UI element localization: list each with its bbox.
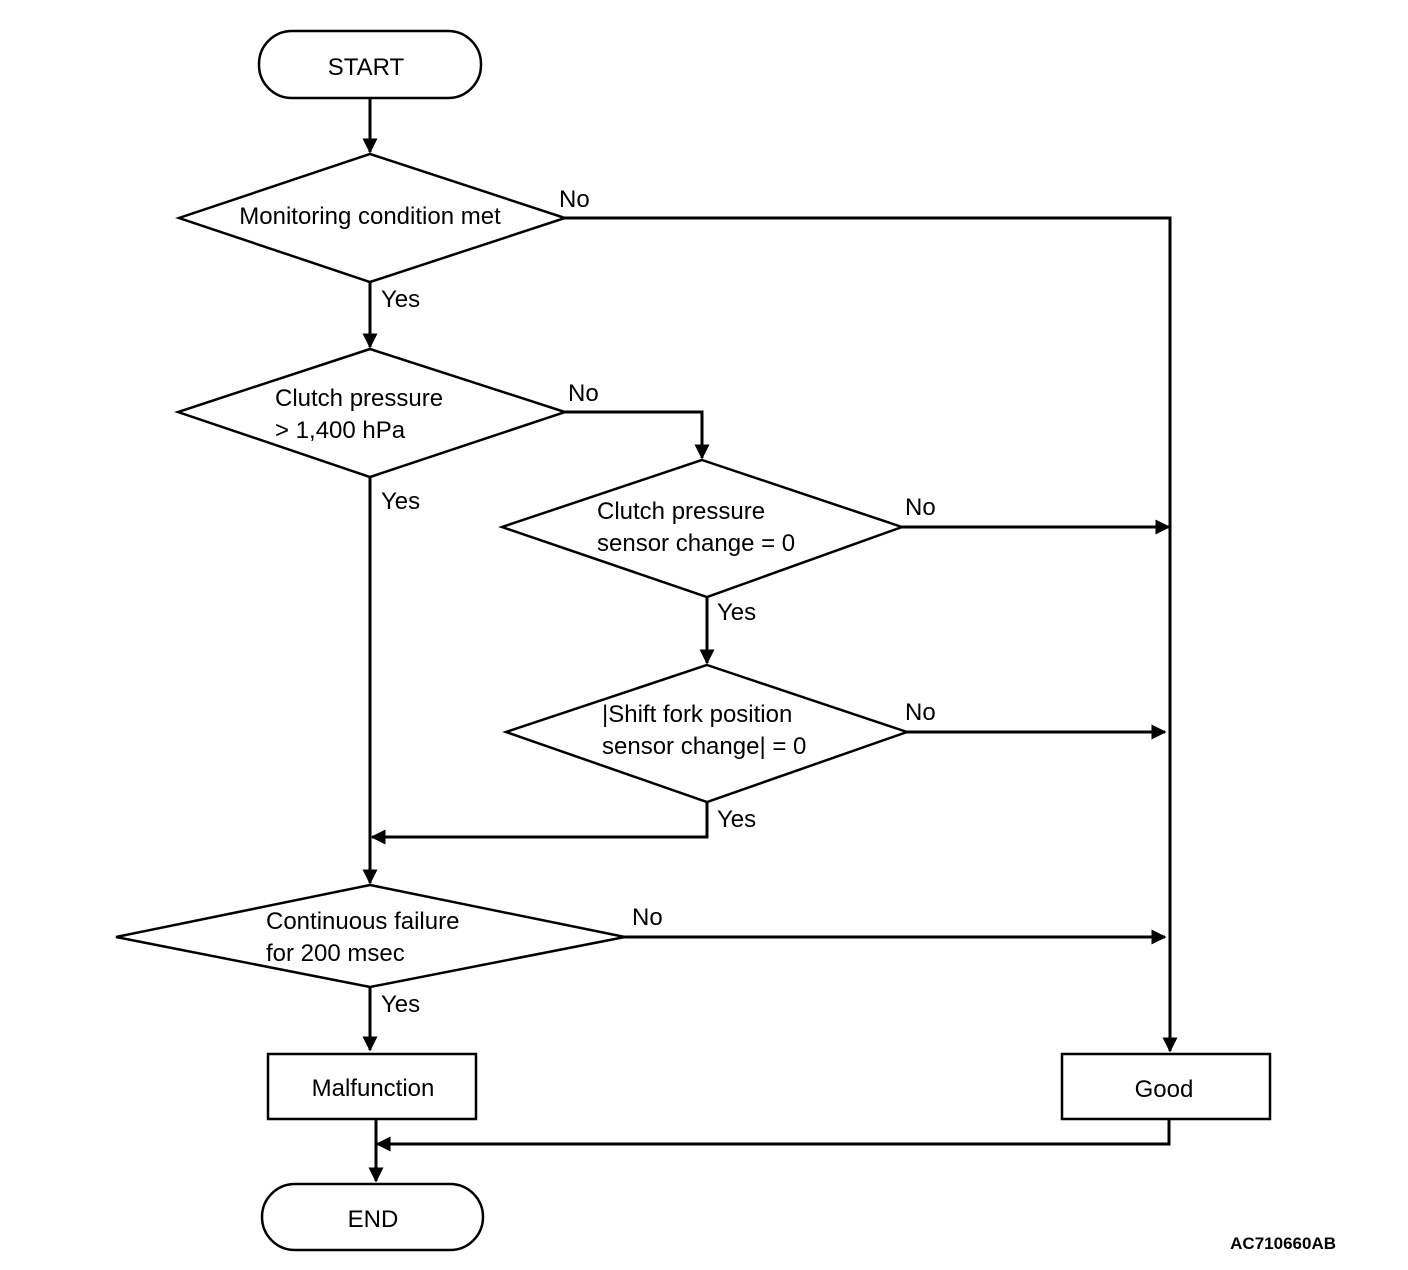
edge-label-clutch-pressure-no: No [568,380,599,407]
connectors [362,99,1178,1183]
malfunction-box: Malfunction [266,1052,478,1121]
edge-label-continuous-yes: Yes [381,991,420,1018]
edge-labels: No Yes No Yes No Yes No Yes No Yes [381,186,936,1018]
start-terminal: START [257,29,483,100]
malfunction-label: Malfunction [312,1075,435,1102]
edge-label-clutch-sensor-no: No [905,494,936,521]
arrow-monitoring-no-to-good [565,216,1178,1053]
clutch-sensor-label-line1: Clutch pressure [597,498,765,525]
end-terminal: END [260,1182,485,1252]
figure-code: AC710660AB [1230,1234,1336,1253]
edge-label-monitoring-no: No [559,186,590,213]
decision-continuous-failure: Continuous failure for 200 msec [115,883,626,989]
edge-label-clutch-sensor-yes: Yes [717,599,756,626]
decision-clutch-sensor-change: Clutch pressure sensor change = 0 [498,458,906,599]
start-label: START [328,54,405,81]
edge-label-monitoring-yes: Yes [381,286,420,313]
decision-monitoring-condition: Monitoring condition met [175,152,570,284]
end-label: END [348,1206,399,1233]
clutch-pressure-label-line2: > 1,400 hPa [275,417,406,444]
good-label: Good [1135,1076,1194,1103]
clutch-sensor-label-line2: sensor change = 0 [597,530,795,557]
arrow-good-to-end [375,1119,1171,1152]
shift-fork-label-line2: sensor change| = 0 [602,733,806,760]
clutch-pressure-label-line1: Clutch pressure [275,385,443,412]
edge-label-shift-fork-yes: Yes [717,806,756,833]
edge-label-continuous-no: No [632,904,663,931]
arrow-shift-fork-yes [370,802,709,845]
decision-shift-fork-change: |Shift fork position sensor change| = 0 [502,663,911,804]
edge-label-clutch-pressure-yes: Yes [381,488,420,515]
monitoring-label: Monitoring condition met [239,203,501,230]
continuous-label-line2: for 200 msec [266,940,405,967]
edge-label-shift-fork-no: No [905,699,936,726]
shift-fork-label-line1: |Shift fork position [602,701,792,728]
arrow-clutch-pressure-no [565,410,710,460]
continuous-label-line1: Continuous failure [266,908,459,935]
good-box: Good [1060,1052,1272,1121]
decision-clutch-pressure: Clutch pressure > 1,400 hPa [174,347,570,479]
